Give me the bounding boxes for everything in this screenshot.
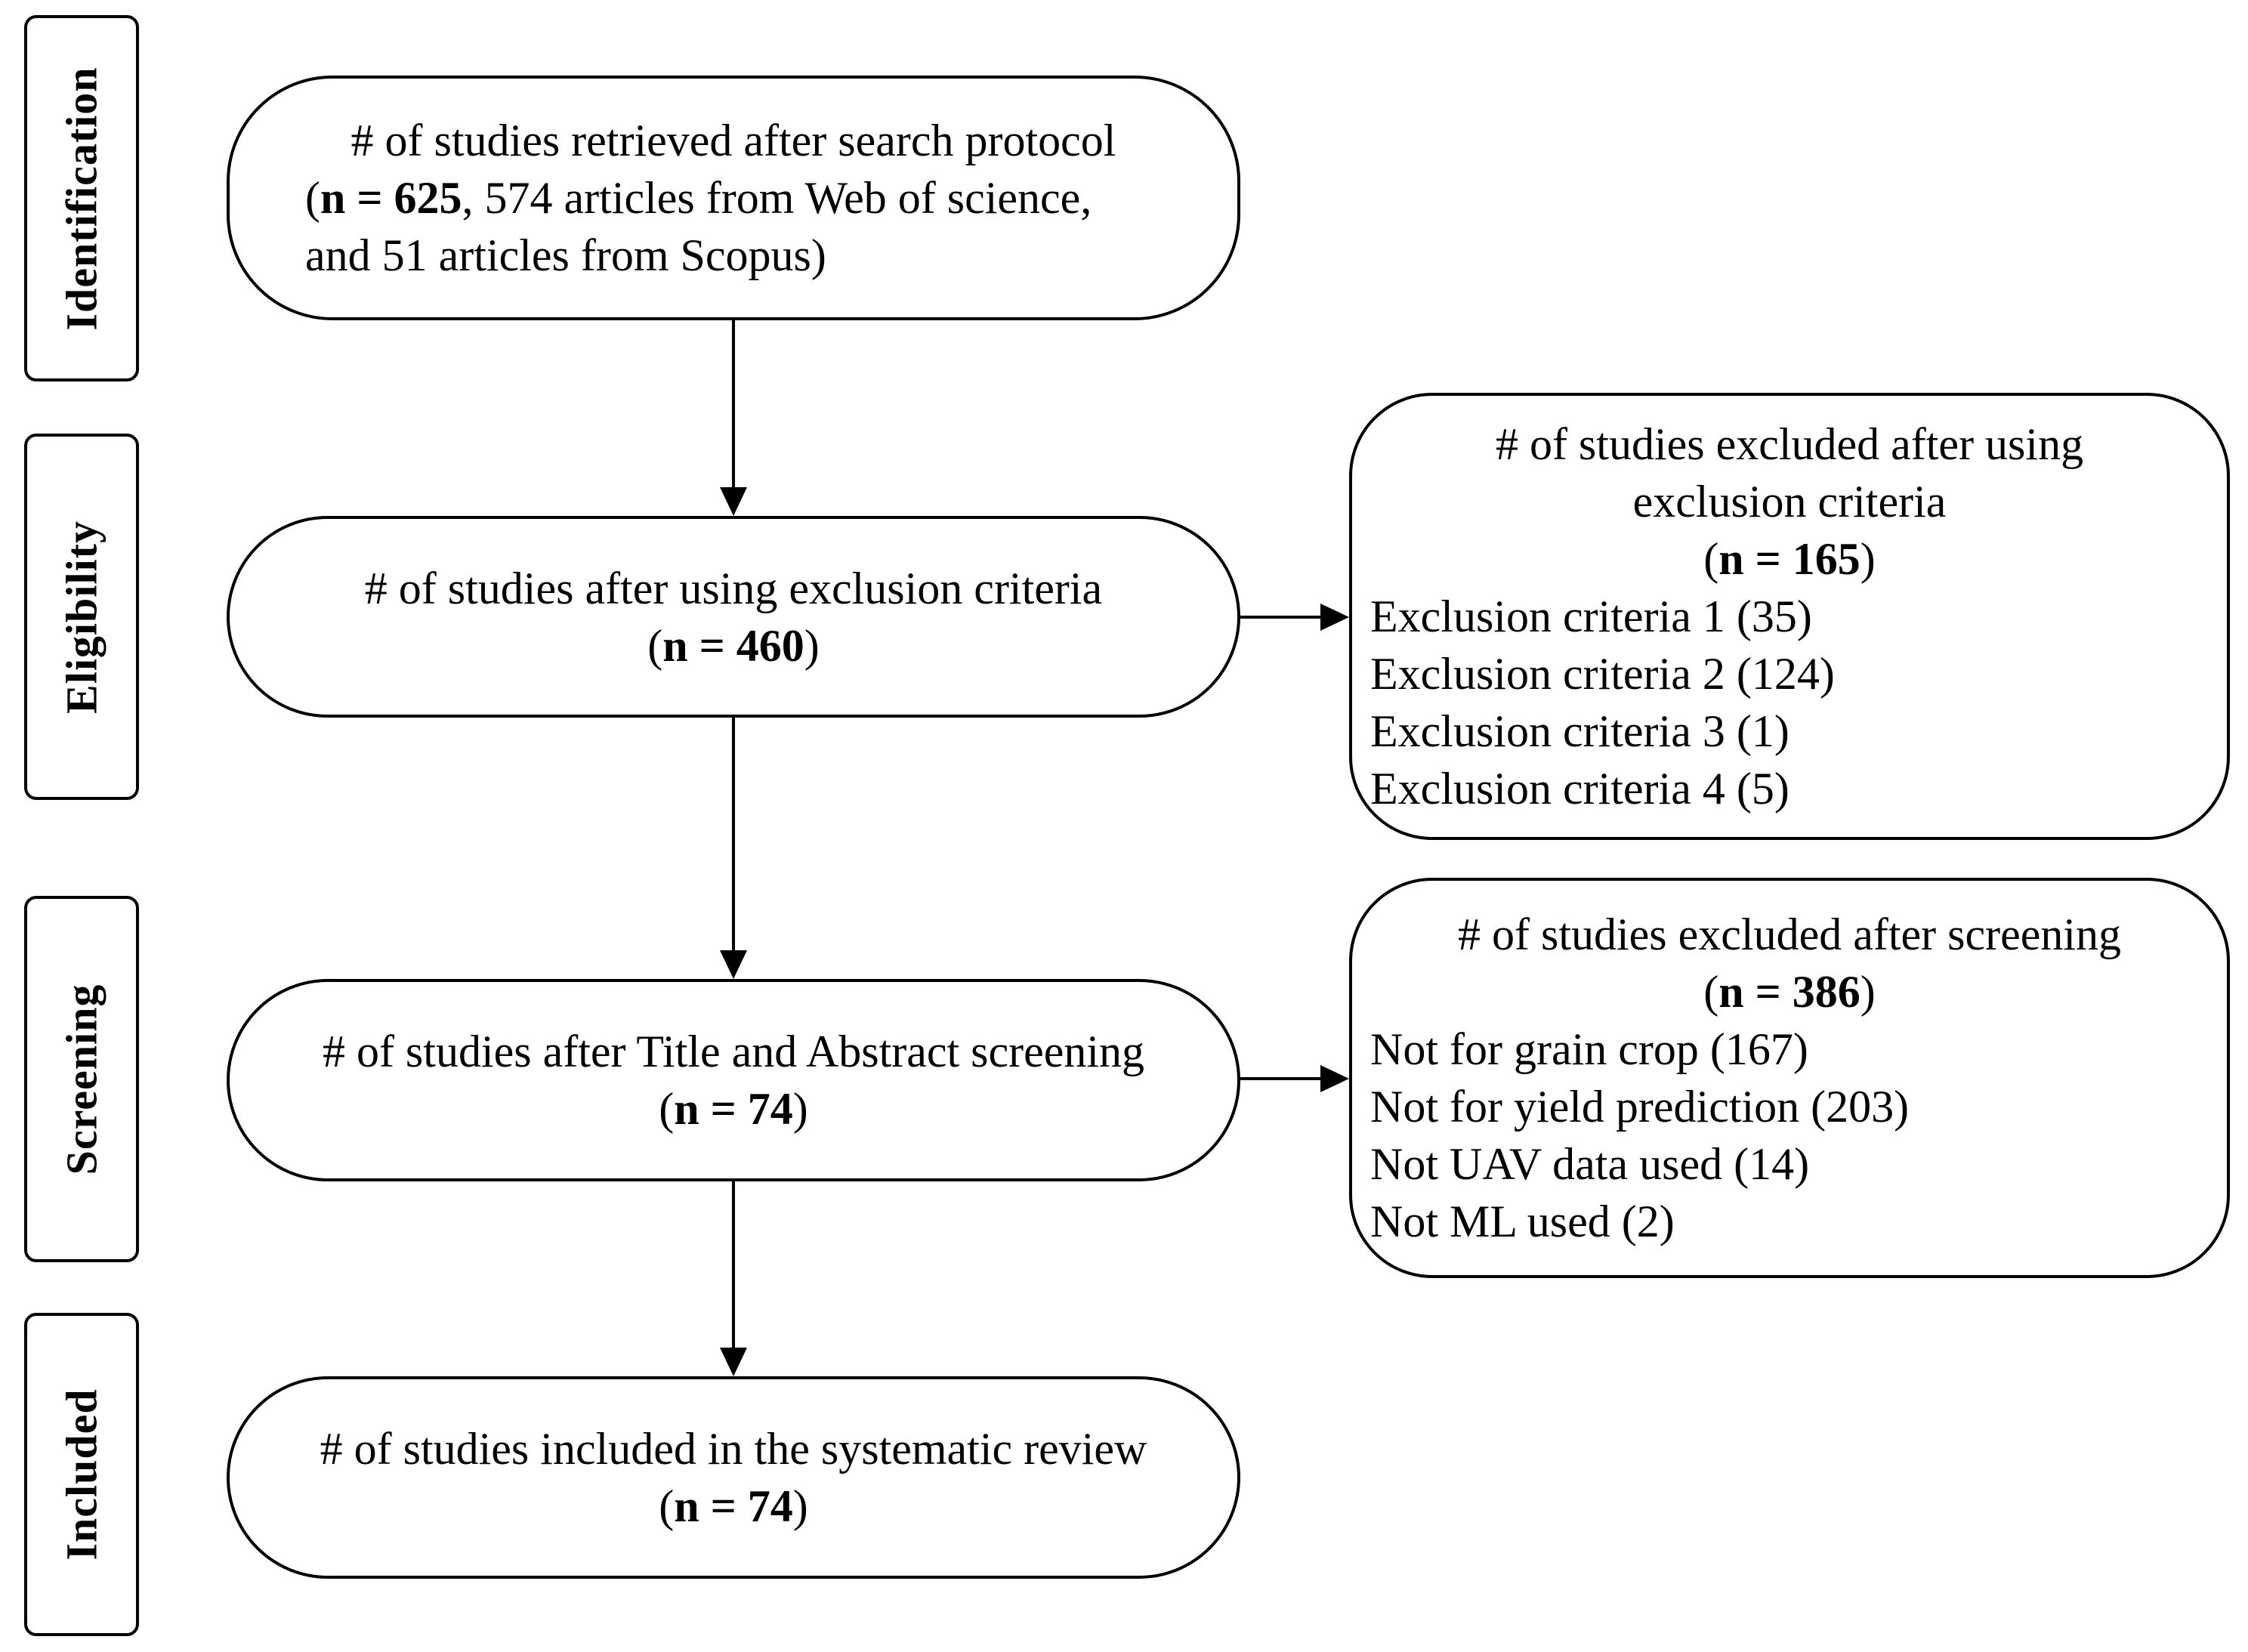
included-box: # of studies included in the systematic … xyxy=(227,1376,1240,1579)
screening-exclusion-item: Not ML used (2) xyxy=(1370,1197,1675,1246)
phase-included: Included xyxy=(24,1313,139,1636)
phase-label: Included xyxy=(57,1388,107,1561)
screening-count: (n = 74) xyxy=(659,1084,808,1134)
arrow-eligibility-to-excluded xyxy=(1240,604,1349,631)
identification-box: # of studies retrieved after search prot… xyxy=(227,76,1240,320)
screening-box: # of studies after Title and Abstract sc… xyxy=(227,979,1240,1181)
screening-exclusion-item: Not for grain crop (167) xyxy=(1370,1024,1808,1074)
excluded-eligibility-line1: # of studies excluded after using xyxy=(1495,419,2084,469)
excluded-screening-count: (n = 386) xyxy=(1703,967,1876,1017)
identification-line2: (n = 625, 574 articles from Web of scien… xyxy=(305,173,1092,223)
screening-line1: # of studies after Title and Abstract sc… xyxy=(322,1027,1145,1076)
phase-screening: Screening xyxy=(24,896,139,1262)
excluded-eligibility-line2: exclusion criteria xyxy=(1632,477,1947,526)
exclusion-criteria-item: Exclusion criteria 1 (35) xyxy=(1370,591,1812,641)
eligibility-box: # of studies after using exclusion crite… xyxy=(227,516,1240,718)
exclusion-criteria-item: Exclusion criteria 4 (5) xyxy=(1370,764,1789,814)
identification-line3: and 51 articles from Scopus) xyxy=(305,230,826,280)
excluded-eligibility-box: # of studies excluded after using exclus… xyxy=(1349,393,2230,840)
excluded-screening-line1: # of studies excluded after screening xyxy=(1458,909,2121,959)
eligibility-count: (n = 460) xyxy=(647,620,820,671)
phase-label: Identification xyxy=(57,66,107,331)
arrow-screening-to-included xyxy=(720,1181,747,1376)
included-line1: # of studies included in the systematic … xyxy=(320,1424,1147,1474)
phase-identification: Identification xyxy=(24,15,139,381)
included-count: (n = 74) xyxy=(659,1481,808,1531)
eligibility-line1: # of studies after using exclusion crite… xyxy=(364,563,1103,613)
phase-label: Eligibility xyxy=(57,520,107,714)
arrow-identification-to-eligibility xyxy=(720,320,747,516)
excluded-eligibility-count: (n = 165) xyxy=(1703,534,1876,584)
arrow-eligibility-to-screening xyxy=(720,718,747,979)
screening-exclusion-item: Not for yield prediction (203) xyxy=(1370,1082,1910,1132)
screening-exclusion-item: Not UAV data used (14) xyxy=(1370,1139,1810,1189)
identification-count: n = 625 xyxy=(320,173,462,223)
phase-label: Screening xyxy=(57,983,107,1175)
excluded-screening-box: # of studies excluded after screening (n… xyxy=(1349,878,2230,1278)
exclusion-criteria-item: Exclusion criteria 3 (1) xyxy=(1370,706,1789,756)
phase-eligibility: Eligibility xyxy=(24,434,139,800)
exclusion-criteria-item: Exclusion criteria 2 (124) xyxy=(1370,649,1835,699)
identification-line1: # of studies retrieved after search prot… xyxy=(350,116,1116,165)
arrow-screening-to-excluded xyxy=(1240,1065,1349,1092)
